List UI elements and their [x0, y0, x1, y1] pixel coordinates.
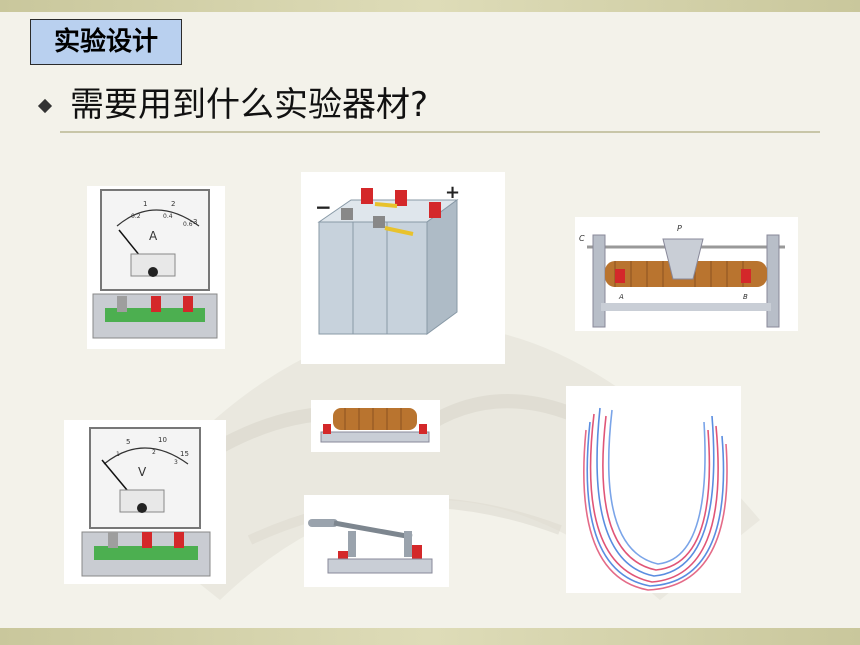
battery-plus: +	[445, 182, 460, 203]
rheostat-label-c: C	[579, 234, 585, 243]
voltmeter-scale-2: 2	[152, 449, 156, 456]
knife-switch-icon	[308, 519, 433, 574]
sliding-rheostat-icon: C P D A B	[579, 224, 785, 328]
voltmeter-scale-5: 5	[126, 438, 130, 446]
rheostat-label-b: B	[743, 293, 748, 301]
rheostat-image: C P D A B	[575, 217, 798, 331]
switch-image	[304, 495, 449, 587]
ammeter-scale-06: 0.6	[183, 221, 193, 228]
question-text: 需要用到什么实验器材?	[70, 85, 429, 125]
wires-image	[566, 386, 741, 593]
voltmeter-scale-10: 10	[158, 436, 167, 444]
wires-icon	[583, 407, 728, 591]
divider	[60, 131, 820, 133]
voltmeter-scale-15: 15	[180, 450, 189, 458]
rheostat-label-a: A	[618, 293, 624, 301]
ammeter-scale-1: 1	[143, 200, 147, 208]
rheostat-label-p: P	[677, 224, 682, 233]
battery-minus: −	[315, 195, 332, 219]
fixed-resistor-icon	[320, 408, 430, 443]
ammeter-scale-0: 0.2	[131, 213, 141, 220]
ammeter-image: 1 2 3 0.2 0.4 0.6 A	[87, 186, 225, 349]
bottom-decor-bar	[0, 628, 860, 645]
section-title: 实验设计	[30, 19, 182, 65]
voltmeter-scale-1: 1	[116, 451, 120, 458]
voltmeter-image: 5 10 15 1 2 3 V	[64, 420, 226, 584]
battery-image: − +	[301, 172, 505, 364]
ammeter-scale-2: 2	[171, 200, 175, 208]
voltmeter-symbol: V	[138, 465, 147, 479]
ammeter-scale-04: 0.4	[163, 213, 173, 220]
resistor-image	[311, 400, 440, 452]
ammeter-icon: 1 2 3 0.2 0.4 0.6 A	[92, 189, 218, 339]
top-decor-bar	[0, 0, 860, 12]
battery-pack-icon: − +	[315, 182, 460, 335]
voltmeter-scale-3: 3	[174, 459, 178, 466]
ammeter-scale-3: 3	[193, 218, 197, 226]
voltmeter-icon: 5 10 15 1 2 3 V	[81, 427, 211, 577]
ammeter-symbol: A	[149, 229, 158, 243]
